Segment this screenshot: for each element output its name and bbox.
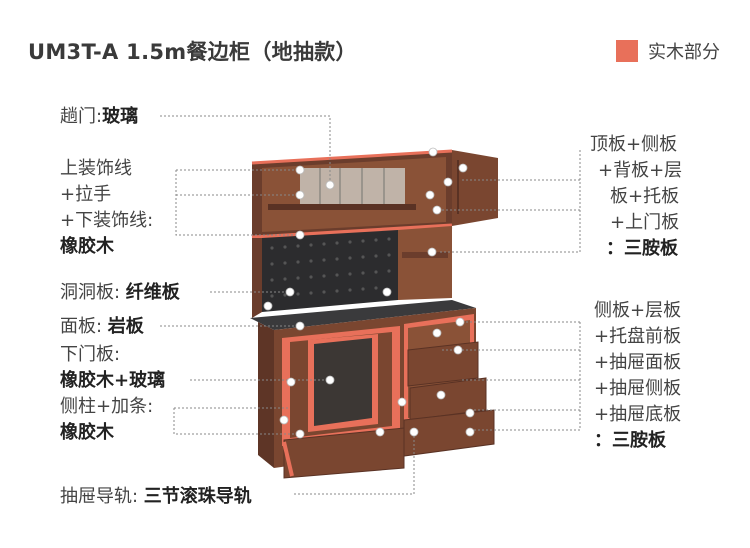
legend: 实木部分 xyxy=(616,38,720,64)
label-lower-door-line1: 下门板: xyxy=(60,344,121,365)
label-side-panels-line2: +托盘前板 xyxy=(594,326,682,347)
pegboard-holes xyxy=(270,237,391,298)
label-upper-trim-line1: 上装饰线 xyxy=(60,158,132,179)
label-side-post-line1: 侧柱+加条: xyxy=(60,396,154,417)
pegboard-section xyxy=(252,226,452,318)
label-side-panels-line5: +抽屉底板 xyxy=(594,404,682,425)
label-upper-trim: 上装饰线 +拉手 +下装饰线: 橡胶木 xyxy=(60,156,153,260)
label-lower-door: 下门板: 橡胶木+玻璃 xyxy=(60,342,165,394)
label-drawer-rail: 抽屉导轨: 三节滚珠导轨 xyxy=(60,484,252,510)
label-sliding-door-value: 玻璃 xyxy=(102,106,139,127)
label-top-panels-line1: 顶板+侧板 xyxy=(590,134,678,155)
label-top-panels-line2: +背板+层 xyxy=(598,160,683,181)
legend-label: 实木部分 xyxy=(648,42,720,63)
label-top-panels-line3: 板+托板 xyxy=(610,186,680,207)
label-side-post: 侧柱+加条: 橡胶木 xyxy=(60,394,153,446)
label-drawer-rail-value: 三节滚珠导轨 xyxy=(143,486,252,507)
label-countertop-value: 岩板 xyxy=(107,316,144,337)
label-sliding-door: 趟门:玻璃 xyxy=(60,104,138,130)
label-lower-door-value: 橡胶木+玻璃 xyxy=(60,370,166,391)
label-upper-trim-value: 橡胶木 xyxy=(60,236,114,257)
page-title: UM3T-A 1.5m餐边柜（地抽款） xyxy=(28,40,357,64)
leader-lines xyxy=(160,115,581,495)
label-side-panels-line1: 侧板+层板 xyxy=(594,300,682,321)
label-pegboard-prefix: 洞洞板: xyxy=(60,282,126,303)
marker-dots xyxy=(263,147,475,439)
label-sliding-door-prefix: 趟门: xyxy=(60,106,103,127)
label-side-panels: 侧板+层板 +托盘前板 +抽屉面板 +抽屉侧板 +抽屉底板 ：三胺板 xyxy=(594,298,681,454)
lower-cabinet xyxy=(258,308,495,479)
label-side-panels-value: ：三胺板 xyxy=(594,430,666,451)
label-side-panels-line3: +抽屉面板 xyxy=(594,352,682,373)
label-top-panels-line4: +上门板 xyxy=(610,212,680,233)
label-side-panels-line4: +抽屉侧板 xyxy=(594,378,682,399)
label-upper-trim-line3: +下装饰线: xyxy=(60,210,154,231)
label-drawer-rail-prefix: 抽屉导轨: xyxy=(60,486,144,507)
upper-hutch xyxy=(251,149,498,241)
countertop xyxy=(250,300,476,330)
label-top-panels-value: ：三胺板 xyxy=(606,238,678,259)
label-countertop: 面板: 岩板 xyxy=(60,314,144,340)
label-side-post-value: 橡胶木 xyxy=(60,422,114,443)
label-pegboard: 洞洞板: 纤维板 xyxy=(60,280,180,306)
legend-swatch-solid-wood xyxy=(616,40,638,62)
label-top-panels: 顶板+侧板 +背板+层 板+托板 +上门板 ：三胺板 xyxy=(590,132,682,262)
label-pegboard-value: 纤维板 xyxy=(125,282,180,303)
label-countertop-prefix: 面板: xyxy=(60,316,108,337)
label-upper-trim-line2: +拉手 xyxy=(60,184,112,205)
